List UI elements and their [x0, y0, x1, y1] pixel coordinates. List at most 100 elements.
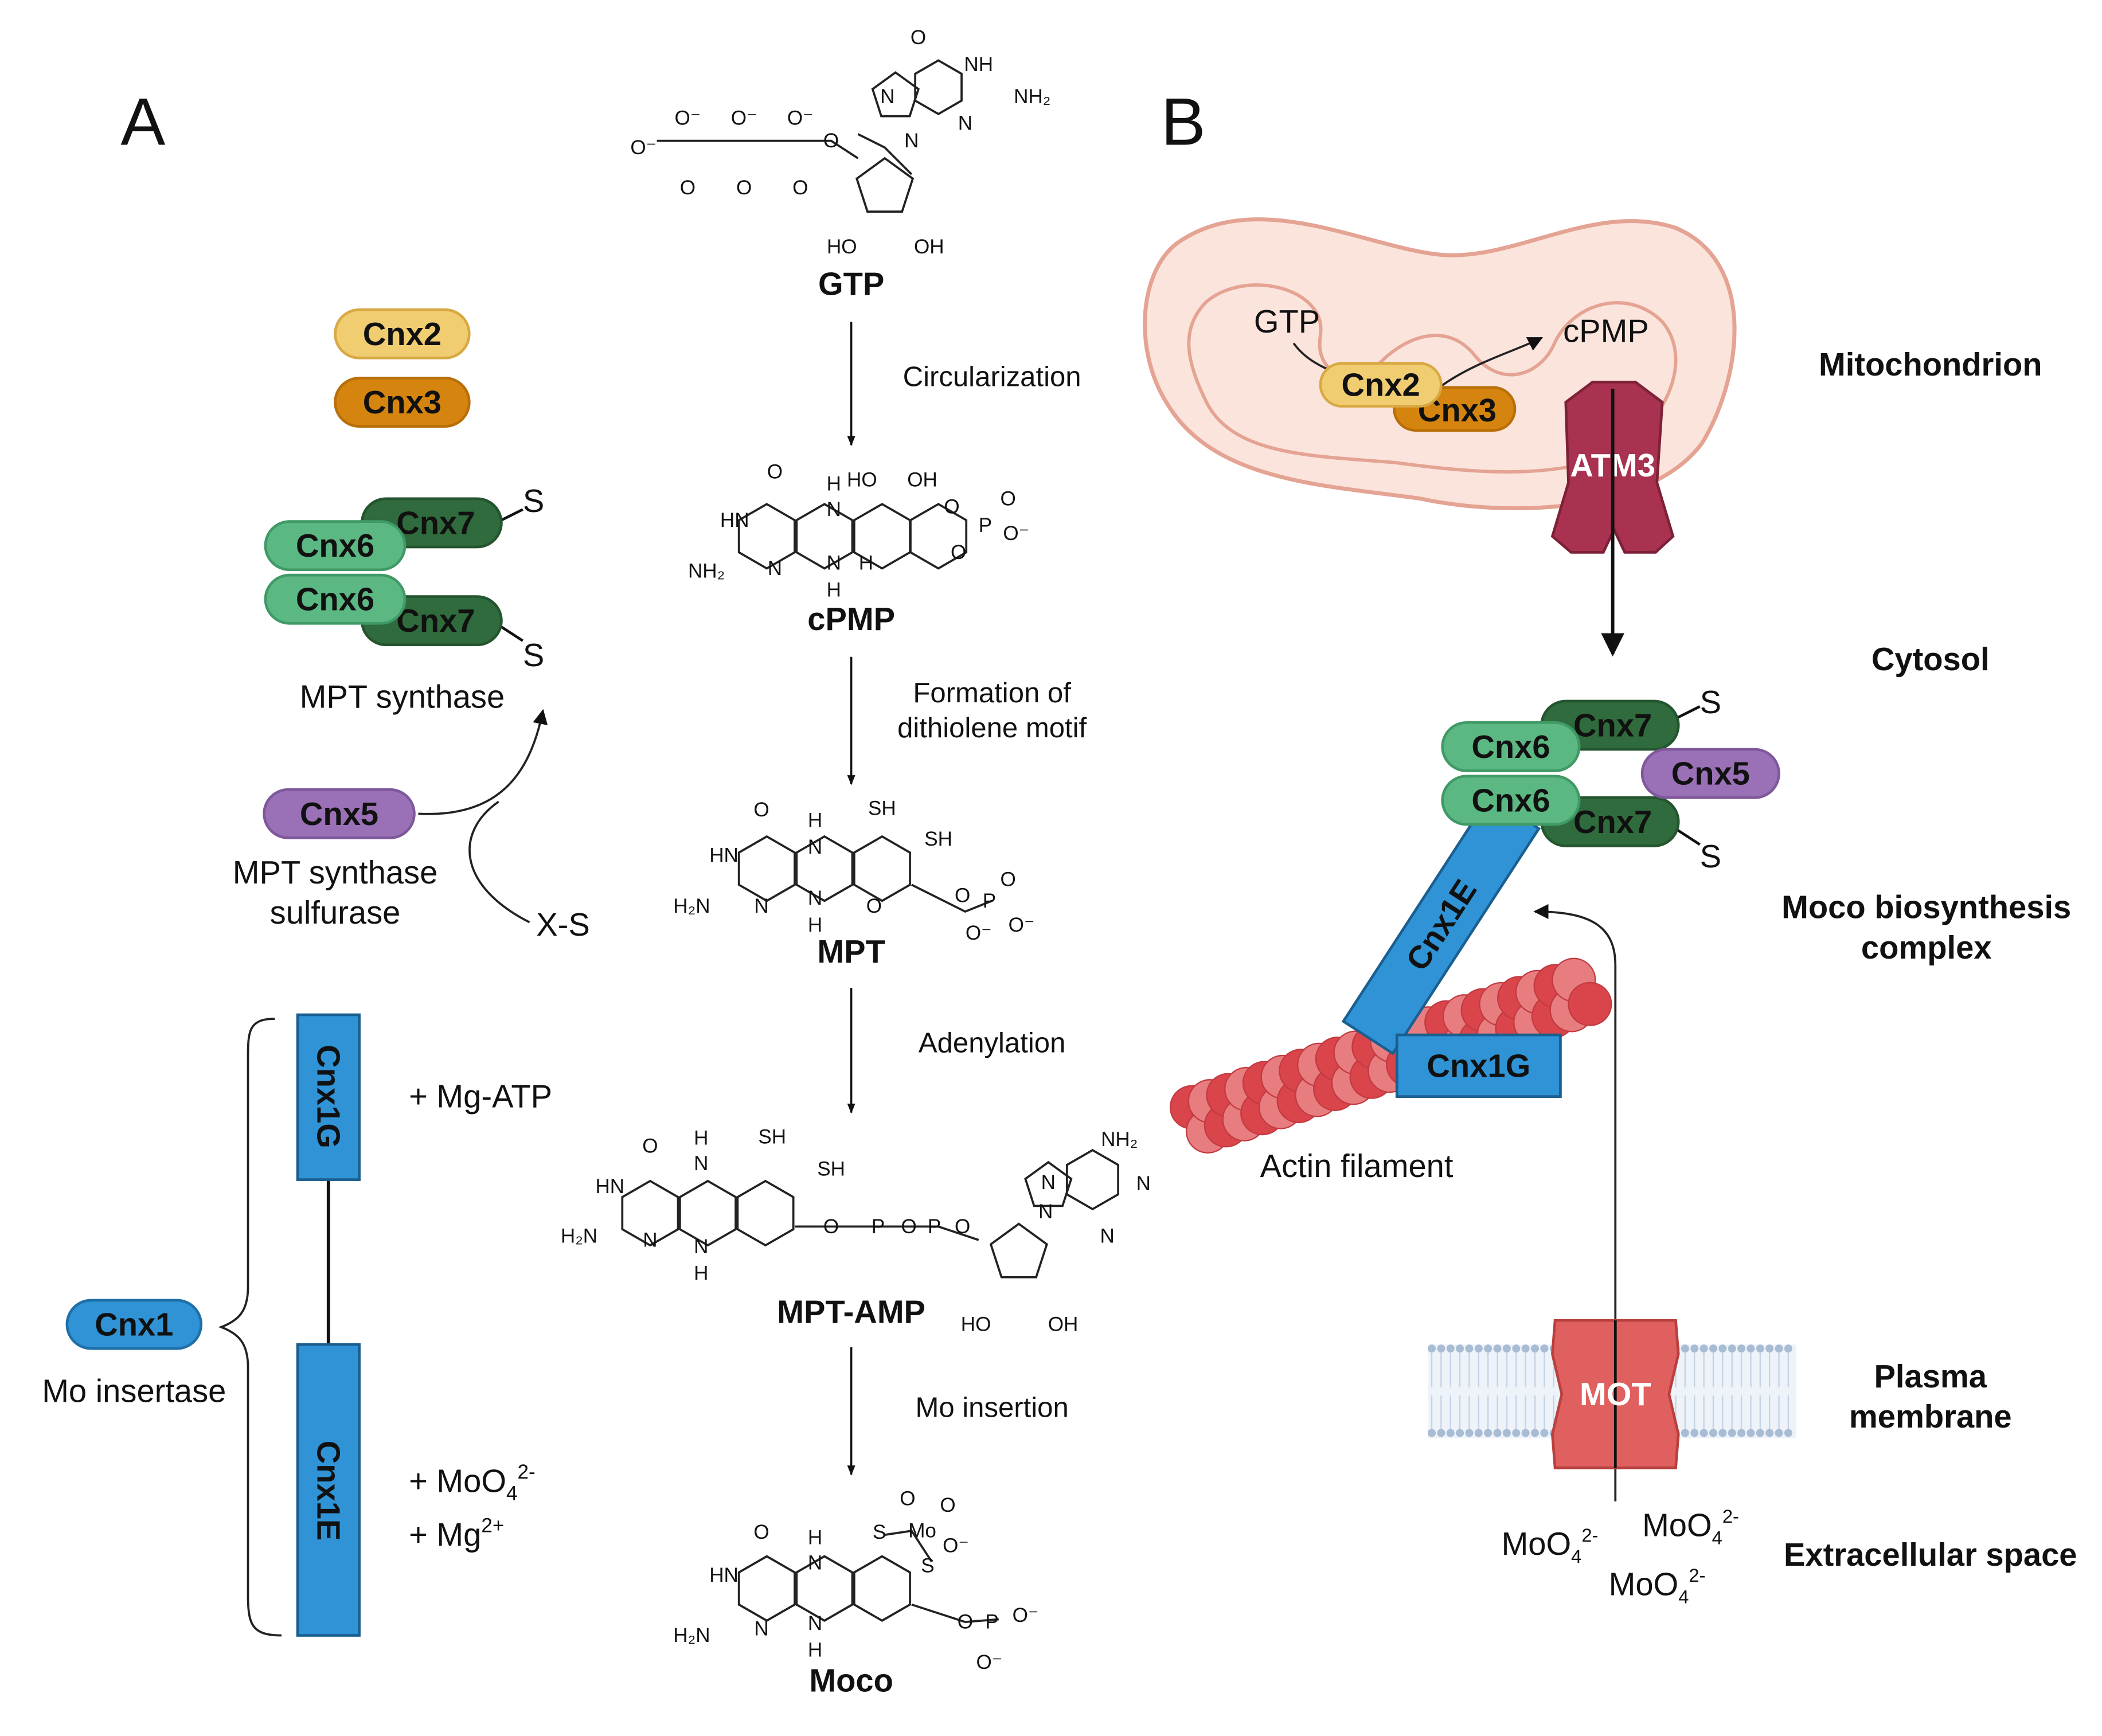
atom-label: P [985, 1611, 998, 1633]
atom-label: O⁻ [1003, 522, 1029, 545]
lipid-head [1775, 1429, 1783, 1437]
atom-label: OH [907, 469, 937, 491]
compound-cpmp-name: cPMP [807, 601, 895, 637]
atom-label: HO [847, 469, 877, 491]
mpt-synthase-label: MPT synthase [300, 679, 505, 715]
complex-cnx5-label: Cnx5 [1671, 756, 1750, 792]
cnx5-label: Cnx5 [300, 796, 378, 832]
gtp-triphosphate-chain [657, 139, 859, 159]
atom-label: H [808, 1639, 822, 1661]
atom-label: NH₂ [1014, 85, 1050, 108]
atom-label: SH [817, 1158, 845, 1180]
atom-label: N [904, 130, 919, 152]
lipid-head [1456, 1429, 1464, 1437]
lipid-head [1775, 1344, 1783, 1353]
lipid-head [1437, 1429, 1445, 1437]
lipid-head [1512, 1429, 1521, 1437]
atom-label: N [768, 557, 782, 580]
atom-label: H [808, 1526, 822, 1549]
atom-label: H [808, 914, 822, 936]
atom-label: O⁻ [1013, 1604, 1039, 1626]
lipid-head [1690, 1344, 1699, 1353]
complex-cnx6-bottom-label: Cnx6 [1471, 782, 1550, 818]
cnx1-pill: Cnx1 [65, 1299, 203, 1350]
complex-cnx1g-label: Cnx1G [1427, 1047, 1530, 1084]
sulfur-transfer-arrow [418, 709, 548, 815]
step-label-mo-insertion: Mo insertion [915, 1392, 1068, 1423]
atom-label: H [827, 578, 841, 601]
brace [218, 1018, 282, 1637]
lipid-head [1446, 1429, 1455, 1437]
magnesium-label: + Mg2+ [409, 1514, 504, 1552]
atom-label: N [880, 85, 894, 108]
lipid-head [1765, 1344, 1774, 1353]
atom-label: O⁻ [630, 136, 657, 159]
molybdate-ext-1: MoO42- [1502, 1524, 1599, 1567]
complex-sulfur-bottom: S [1700, 838, 1721, 874]
complex-cnx1g: Cnx1G [1395, 1033, 1562, 1098]
atom-label: S [873, 1521, 886, 1543]
atom-label: O⁻ [731, 107, 757, 129]
actin-subunit [1568, 982, 1612, 1026]
atom-label: O [1001, 868, 1016, 890]
panel-label-a: A [120, 84, 165, 159]
lipid-head [1718, 1344, 1727, 1353]
cpmp-ring-2 [795, 503, 854, 570]
atom-label: N [808, 1612, 822, 1635]
atom-label: O [823, 1215, 839, 1238]
atom-label: O [792, 177, 808, 199]
atom-label: HO [827, 236, 857, 258]
mot-label: MOT [1580, 1376, 1651, 1412]
cnx1-label: Cnx1 [95, 1307, 173, 1343]
atom-label: P [979, 514, 992, 537]
complex-cnx6-top-label: Cnx6 [1471, 729, 1550, 765]
atom-label: S [921, 1554, 934, 1577]
atom-label: N [1136, 1172, 1151, 1195]
atom-label: O [753, 1521, 769, 1543]
lipid-head [1437, 1344, 1445, 1353]
atom-label: O⁻ [675, 107, 701, 129]
atom-label: H₂N [561, 1225, 597, 1247]
compartment-pm-line2: membrane [1849, 1398, 2012, 1434]
atom-label: H [694, 1127, 708, 1149]
mptamp-ribose-ring [989, 1222, 1048, 1278]
atom-label: O⁻ [943, 1534, 969, 1557]
atom-label: O⁻ [976, 1651, 1003, 1674]
sulfur-top-label: S [523, 483, 544, 519]
moco-dithiolene [884, 1530, 933, 1562]
lipid-head [1681, 1429, 1689, 1437]
atom-label: O [753, 799, 769, 821]
xs-label: X-S [536, 906, 590, 943]
compartment-complex-line1: Moco biosynthesis [1781, 889, 2071, 925]
lipid-head [1502, 1344, 1511, 1353]
atom-label: O⁻ [787, 107, 814, 129]
atom-label: N [754, 1617, 768, 1640]
atom-label: N [1041, 1171, 1056, 1194]
lipid-head [1709, 1429, 1717, 1437]
lipid-head [1531, 1429, 1540, 1437]
atom-label: O⁻ [966, 922, 992, 944]
compartment-pm-line1: Plasma [1874, 1358, 1987, 1394]
atom-label: N [754, 895, 768, 917]
atom-label: O [955, 1215, 970, 1238]
lipid-head [1699, 1429, 1708, 1437]
xs-curve [468, 800, 530, 924]
atom-label: NH [964, 53, 993, 76]
mito-cnx2-pill: Cnx2 [1319, 362, 1443, 408]
atom-label: N [694, 1152, 708, 1175]
lipid-head [1502, 1429, 1511, 1437]
atom-label: H [694, 1262, 708, 1285]
atom-label: Mo [908, 1520, 936, 1542]
lipid-head [1540, 1344, 1549, 1353]
atom-label: O [823, 130, 839, 152]
cnx7-top-label: Cnx7 [396, 505, 475, 541]
mito-cpmp-label: cPMP [1563, 312, 1649, 349]
mpt-ring-1 [737, 835, 796, 902]
step-label-dithiolene-line1: Formation of [913, 678, 1071, 709]
compound-gtp-name: GTP [818, 266, 884, 302]
panel-label-b: B [1161, 84, 1206, 159]
cnx3-pill: Cnx3 [334, 377, 471, 428]
mpt-phosphate-chain [911, 883, 993, 913]
lipid-head [1784, 1429, 1792, 1437]
lipid-head [1747, 1429, 1755, 1437]
